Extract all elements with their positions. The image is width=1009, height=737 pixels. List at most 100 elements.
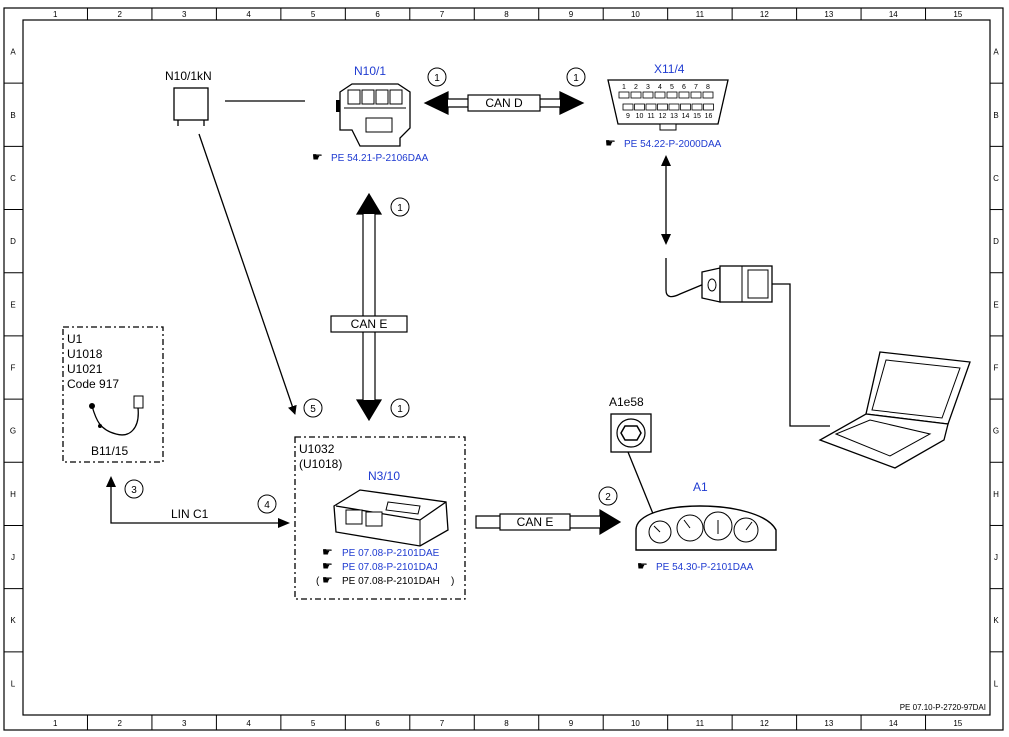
can-e-horizontal-label: CAN E (517, 515, 554, 529)
obd-pin-number: 10 (636, 113, 644, 120)
x11-4-ref: PE 54.22-P-2000DAA (624, 139, 722, 150)
frame-col-label-top: 13 (824, 10, 833, 19)
cable-adapter-icon (701, 265, 773, 303)
obd-pin-number: 5 (670, 84, 674, 91)
n10-1-ref-link[interactable]: ☛ PE 54.21-P-2106DAA (312, 150, 429, 164)
callout-number: 1 (573, 73, 579, 84)
obd-pin (668, 103, 680, 111)
n3-10-label: N3/10 (368, 469, 400, 483)
callout-number: 1 (397, 203, 403, 214)
frame-col-label-bottom: 14 (889, 719, 898, 728)
obd-pin-number: 8 (706, 84, 710, 91)
n10-1kn-label: N10/1kN (165, 69, 212, 83)
n10-1kn-to-n3-10-arrow (198, 133, 297, 415)
n10-1kn-component: N10/1kN (165, 69, 305, 415)
obd-pin-number: 7 (694, 84, 698, 91)
n10-1-component: N10/1 ☛ PE 54.21-P-2106DAA (312, 64, 429, 164)
frame-row-label-left: B (10, 111, 15, 120)
frame-col-label-top: 6 (375, 10, 380, 19)
callout-number: 2 (605, 492, 611, 503)
callout-number: 5 (310, 404, 316, 415)
a1-ref: PE 54.30-P-2101DAA (656, 562, 754, 573)
n3-10-component: U1032 (U1018) N3/10 ☛ PE 07.08-P-2101DAE… (294, 436, 466, 600)
frame-row-label-left: D (10, 237, 16, 246)
n3-10-ref-1-link[interactable]: ☛ PE 07.08-P-2101DAE (322, 545, 440, 559)
can-e-vertical-connection: CAN E (330, 192, 408, 422)
a1e58-label: A1e58 (609, 395, 644, 409)
frame-col-label-bottom: 2 (117, 719, 122, 728)
obd-pin-number: 16 (705, 113, 713, 120)
frame-row-label-right: C (993, 174, 999, 183)
callout-2: 2 (598, 486, 618, 506)
frame-row-label-left: H (10, 490, 16, 499)
frame-col-label-top: 5 (311, 10, 316, 19)
u1-line-4: Code 917 (67, 377, 119, 391)
obd-pin-number: 1 (622, 84, 626, 91)
frame-col-label-bottom: 13 (824, 719, 833, 728)
obd-pin (645, 103, 657, 111)
a1-label: A1 (693, 480, 708, 494)
instrument-cluster-icon (635, 505, 777, 551)
callout-number: 3 (131, 485, 137, 496)
frame-row-label-right: F (994, 364, 999, 373)
a1-ref-link[interactable]: ☛ PE 54.30-P-2101DAA (637, 559, 754, 573)
frame-col-label-top: 7 (440, 10, 445, 19)
can-d-connection: CAN D (423, 91, 585, 115)
n3-10-ref-3-link[interactable]: ( ☛ PE 07.08-P-2101DAH ) (316, 573, 454, 587)
callout-1-d: 1 (390, 398, 410, 418)
u1-box: U1 U1018 U1021 Code 917 B11/15 (62, 326, 164, 463)
u1-line-1: U1 (67, 332, 83, 346)
callout-number: 4 (264, 500, 270, 511)
obd-pin (680, 103, 691, 111)
u1-line-3: U1021 (67, 362, 103, 376)
frame-row-label-right: J (994, 553, 998, 562)
callout-number: 1 (397, 404, 403, 415)
frame-row-label-right: B (993, 111, 998, 120)
can-d-label: CAN D (485, 96, 523, 110)
frame-col-label-bottom: 4 (246, 719, 251, 728)
a1-component: A1 ☛ PE 54.30-P-2101DAA (635, 480, 777, 573)
frame-col-label-top: 1 (53, 10, 58, 19)
frame-row-label-right: H (993, 490, 999, 499)
callout-4: 4 (257, 494, 277, 514)
frame-row-label-left: C (10, 174, 16, 183)
obd-pin-number: 6 (682, 84, 686, 91)
frame-row-label-right: D (993, 237, 999, 246)
u1-line-2: U1018 (67, 347, 103, 361)
frame-col-label-top: 10 (631, 10, 640, 19)
n3-10-line-1: U1032 (299, 442, 335, 456)
reference-hand-icon: ☛ (322, 559, 333, 573)
warning-lamp-icon (616, 418, 646, 448)
n3-10-ref-2-link[interactable]: ☛ PE 07.08-P-2101DAJ (322, 559, 438, 573)
n3-10-ref-2: PE 07.08-P-2101DAJ (342, 562, 438, 573)
obd-pin-number: 12 (659, 113, 667, 120)
reference-hand-icon: ☛ (322, 545, 333, 559)
frame-row-label-left: F (11, 364, 16, 373)
b11-15-label: B11/15 (91, 444, 128, 458)
frame-col-label-top: 9 (569, 10, 574, 19)
lin-c1-connection: LIN C1 (106, 476, 290, 528)
callout-5: 5 (303, 398, 323, 418)
frame-row-label-right: K (993, 616, 999, 625)
frame-col-label-top: 12 (760, 10, 769, 19)
x11-4-ref-link[interactable]: ☛ PE 54.22-P-2000DAA (605, 136, 722, 150)
obd-pin (618, 91, 630, 99)
frame-row-label-left: E (10, 300, 15, 309)
frame-row-label-left: K (10, 616, 16, 625)
n10-1-ref: PE 54.21-P-2106DAA (331, 153, 429, 164)
document-id: PE 07.10-P-2720-97DAI (900, 703, 986, 712)
frame-row-label-left: G (10, 427, 16, 436)
reference-hand-icon: ☛ (322, 573, 333, 587)
obd-pin-number: 2 (634, 84, 638, 91)
n10-1-module-icon (336, 83, 411, 147)
obd-pin-number: 14 (682, 113, 690, 120)
obd-pin (654, 91, 666, 99)
obd-pin (691, 103, 703, 111)
frame-row-label-left: A (10, 48, 16, 57)
